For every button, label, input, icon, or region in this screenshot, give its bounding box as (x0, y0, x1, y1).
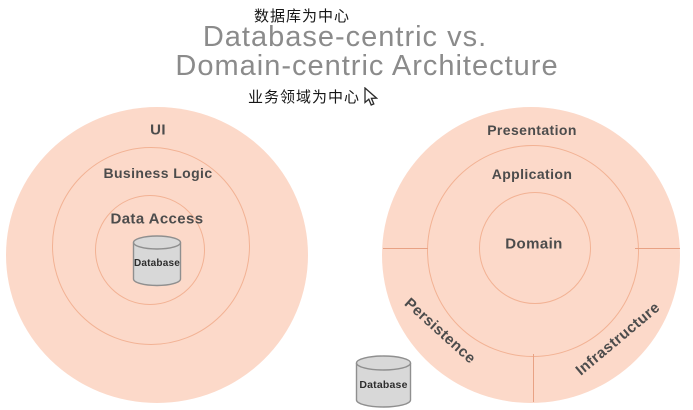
right-database-cylinder: Database (355, 354, 412, 409)
title-line-1: Database-centric vs. (202, 21, 488, 53)
title-line-2: Domain-centric Architecture (175, 50, 559, 82)
right-database-label: Database (359, 378, 408, 391)
right-ring-label-application: Application (491, 166, 573, 182)
right-inner-ring (479, 192, 591, 304)
right-divider-left (383, 248, 428, 249)
left-database-label: Database (133, 258, 181, 270)
right-divider-right (635, 248, 680, 249)
right-ring-label-presentation: Presentation (487, 122, 577, 138)
left-database-cylinder: Database (132, 234, 182, 288)
annotation-database-centric-zh: 数据库为中心 (253, 8, 351, 25)
annotation-domain-centric-zh: 业务领域为中心 (247, 89, 361, 106)
right-divider-bottom (533, 354, 534, 402)
right-ring-label-domain: Domain (505, 235, 563, 253)
left-ring-label-ui: UI (150, 121, 166, 139)
left-ring-label-data-access: Data Access (110, 210, 204, 228)
mouse-cursor-icon (362, 86, 379, 112)
left-middle-ring (52, 147, 250, 345)
left-inner-ring (95, 195, 205, 305)
left-ring-label-business-logic: Business Logic (103, 165, 213, 181)
